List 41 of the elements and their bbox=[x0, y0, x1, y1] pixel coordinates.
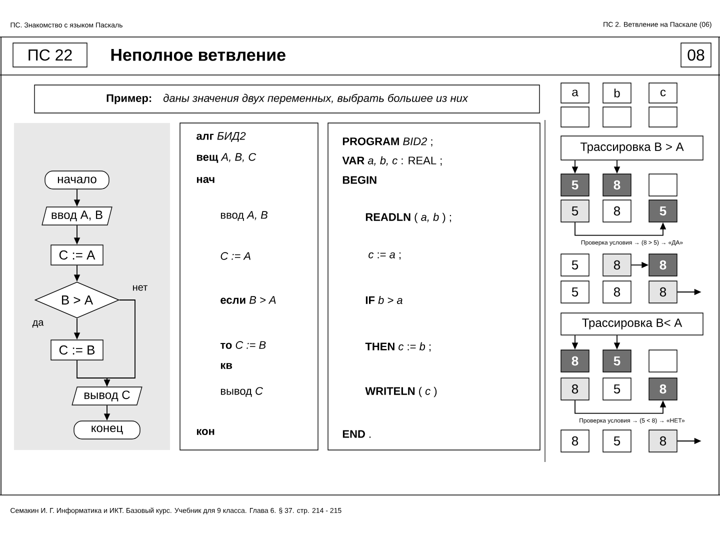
pascal-code-box: PROGRAM BID2 ; VAR a, b, c : REAL ; BEGIN READLN ( a, b ) ; c := a ; IF b > a THEN c := b ; WRITELN ( c ) END . bbox=[328, 122, 540, 450]
value-box bbox=[648, 174, 678, 196]
value-box: 5 bbox=[560, 254, 590, 276]
empty-box bbox=[648, 106, 678, 128]
value-box: 5 bbox=[560, 200, 590, 222]
end-terminator: конец bbox=[74, 420, 140, 440]
process-box: C := A bbox=[50, 244, 104, 266]
value-box: 8 bbox=[602, 254, 632, 276]
variable-box: b bbox=[602, 82, 632, 104]
process-box: C := B bbox=[50, 340, 104, 360]
value-box: 8 bbox=[602, 174, 632, 196]
input-parallelogram: ввод A, B bbox=[42, 206, 112, 226]
value-box: 5 bbox=[602, 430, 632, 452]
start-terminator: начало bbox=[44, 170, 110, 190]
title: Неполное ветвление bbox=[111, 49, 286, 61]
algorithm-box: алг БИД2 вещ A, B, C нач ввод A, B C := A если B > A то C := B кв вывод C кон bbox=[180, 122, 318, 450]
variable-box: a bbox=[560, 82, 590, 104]
value-box: 8 bbox=[648, 430, 678, 452]
value-box: 5 bbox=[602, 378, 632, 400]
value-box: 5 bbox=[602, 350, 632, 372]
value-box: 8 bbox=[648, 254, 678, 276]
trace-heading-box: Трассировка B< A bbox=[560, 312, 704, 336]
output-parallelogram: вывод C bbox=[72, 386, 142, 406]
value-box: 8 bbox=[602, 200, 632, 222]
value-box: 8 bbox=[648, 378, 678, 400]
variable-box: c bbox=[648, 82, 678, 104]
value-box: 8 bbox=[602, 280, 632, 304]
task-box: Пример: даны значения двух переменных, выбрать большее из них bbox=[34, 84, 540, 114]
value-box bbox=[648, 350, 678, 372]
empty-box bbox=[560, 106, 590, 128]
value-box: 5 bbox=[560, 280, 590, 304]
value-box: 8 bbox=[648, 280, 678, 304]
value-box: 5 bbox=[560, 174, 590, 196]
page-number-box: 08 bbox=[680, 42, 712, 68]
value-box: 8 bbox=[560, 430, 590, 452]
trace-heading-box: Трассировка B > A bbox=[560, 136, 704, 160]
value-box: 8 bbox=[560, 350, 590, 372]
value-box: 8 bbox=[560, 378, 590, 400]
value-box: 5 bbox=[648, 200, 678, 222]
slide-number-box: ПС 22 bbox=[12, 42, 88, 68]
empty-box bbox=[602, 106, 632, 128]
